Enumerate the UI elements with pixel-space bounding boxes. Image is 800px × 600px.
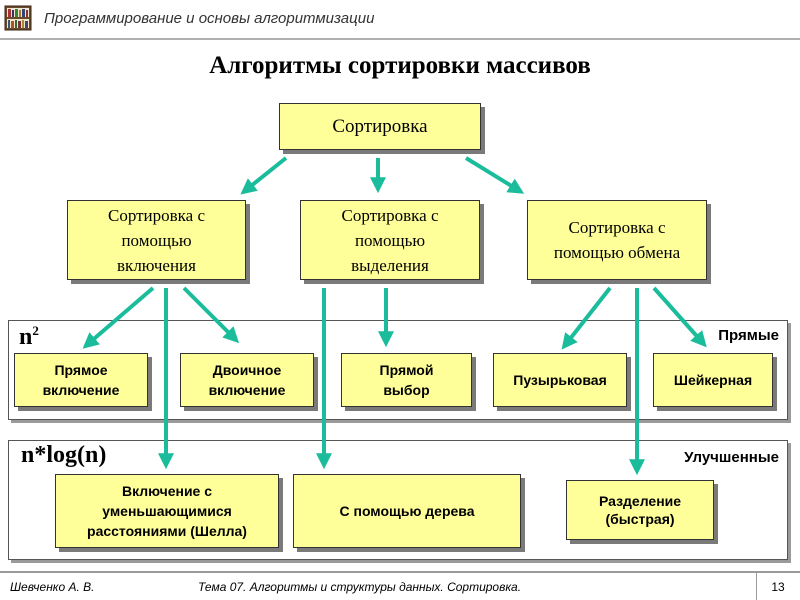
exchange-sort-box: Сортировка с помощью обмена — [527, 200, 707, 280]
footer-page-separator — [756, 573, 757, 600]
shell-sort-box: Включение с уменьшающимися расстояниями … — [55, 474, 279, 548]
bubble-sort-box: Пузырьковая — [493, 353, 627, 407]
direct-selection-box: Прямой выбор — [341, 353, 472, 407]
direct-complexity-label: n2 — [19, 323, 39, 350]
bookshelf-icon — [4, 5, 32, 31]
arrow-root-to-exchange — [464, 156, 525, 194]
improved-group-tag: Улучшенные — [684, 449, 779, 466]
arrow-root-to-insertion — [240, 156, 288, 195]
shaker-sort-box: Шейкерная — [653, 353, 773, 407]
footer-divider — [0, 571, 800, 573]
slide-header: Программирование и основы алгоритмизации — [0, 0, 800, 40]
footer-topic: Тема 07. Алгоритмы и структуры данных. С… — [198, 580, 522, 594]
selection-sort-box: Сортировка с помощью выделения — [300, 200, 480, 280]
improved-complexity-label: n*log(n) — [21, 442, 107, 468]
slide-title: Алгоритмы сортировки массивов — [209, 52, 591, 79]
page-number: 13 — [771, 580, 785, 594]
quick-sort-box: Разделение (быстрая) — [566, 480, 714, 540]
tree-sort-box: С помощью дерева — [293, 474, 521, 548]
footer-author: Шевченко А. В. — [10, 580, 95, 594]
direct-group-tag: Прямые — [718, 327, 779, 344]
insertion-sort-box: Сортировка с помощью включения — [67, 200, 246, 280]
course-title: Программирование и основы алгоритмизации — [44, 10, 375, 27]
header-divider — [0, 38, 800, 40]
root-box: Сортировка — [279, 103, 481, 150]
binary-insertion-box: Двоичное включение — [180, 353, 314, 407]
direct-insertion-box: Прямое включение — [14, 353, 148, 407]
